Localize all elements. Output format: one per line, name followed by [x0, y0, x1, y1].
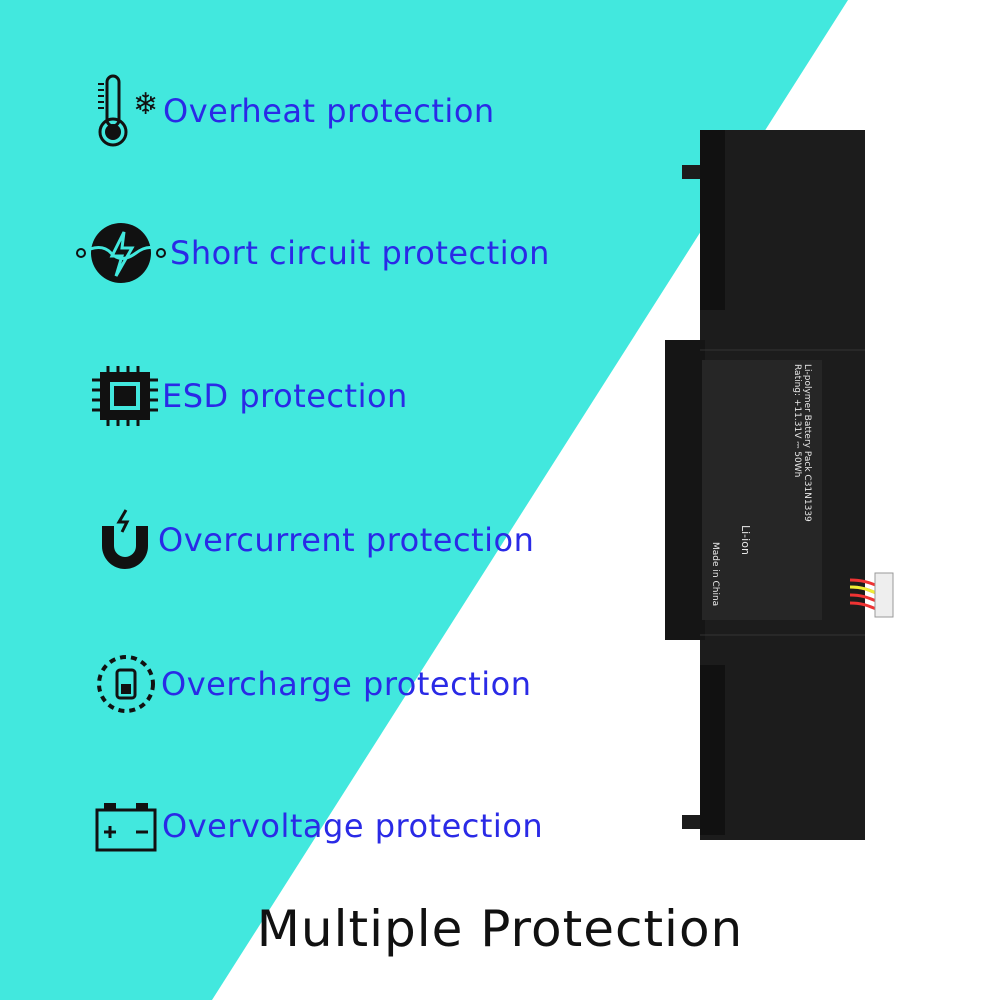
feature-label: Short circuit protection [170, 234, 550, 272]
svg-text:❄: ❄ [133, 87, 158, 122]
feature-label: ESD protection [162, 377, 408, 415]
made-in-china: Made in China [710, 542, 720, 607]
teal-diagonal-panel [0, 0, 848, 1000]
feature-overvoltage: Overvoltage protection [94, 800, 543, 852]
feature-short-circuit: Short circuit protection [76, 222, 550, 284]
magnet-icon [102, 509, 148, 569]
battery-charge-icon [97, 655, 155, 713]
battery-label: Li-polymer Battery Pack C31N1339 Rating:… [700, 360, 820, 610]
feature-label: Overvoltage protection [162, 807, 544, 845]
feature-label: Overcurrent protection [158, 521, 535, 559]
chip-icon [92, 366, 158, 426]
feature-label: Overcharge protection [161, 665, 532, 703]
thermometer-snowflake-icon: ❄ [98, 74, 158, 147]
short-circuit-icon [76, 223, 166, 283]
laptop-battery-image [665, 130, 894, 840]
feature-overheat: ❄ Overheat protection [95, 72, 495, 150]
feature-label: Overheat protection [163, 92, 495, 130]
car-battery-icon [95, 803, 157, 852]
feature-overcharge: Overcharge protection [95, 652, 531, 716]
li-ion-mark: Li-ion [739, 525, 752, 555]
feature-overcurrent: Overcurrent protection [96, 508, 534, 572]
battery-rating: Rating: +11.31V ⎓ 50Wh [792, 364, 802, 478]
feature-esd: ESD protection [92, 366, 408, 426]
battery-model: Li-polymer Battery Pack C31N1339 [802, 364, 812, 522]
page-title: Multiple Protection [256, 900, 744, 958]
